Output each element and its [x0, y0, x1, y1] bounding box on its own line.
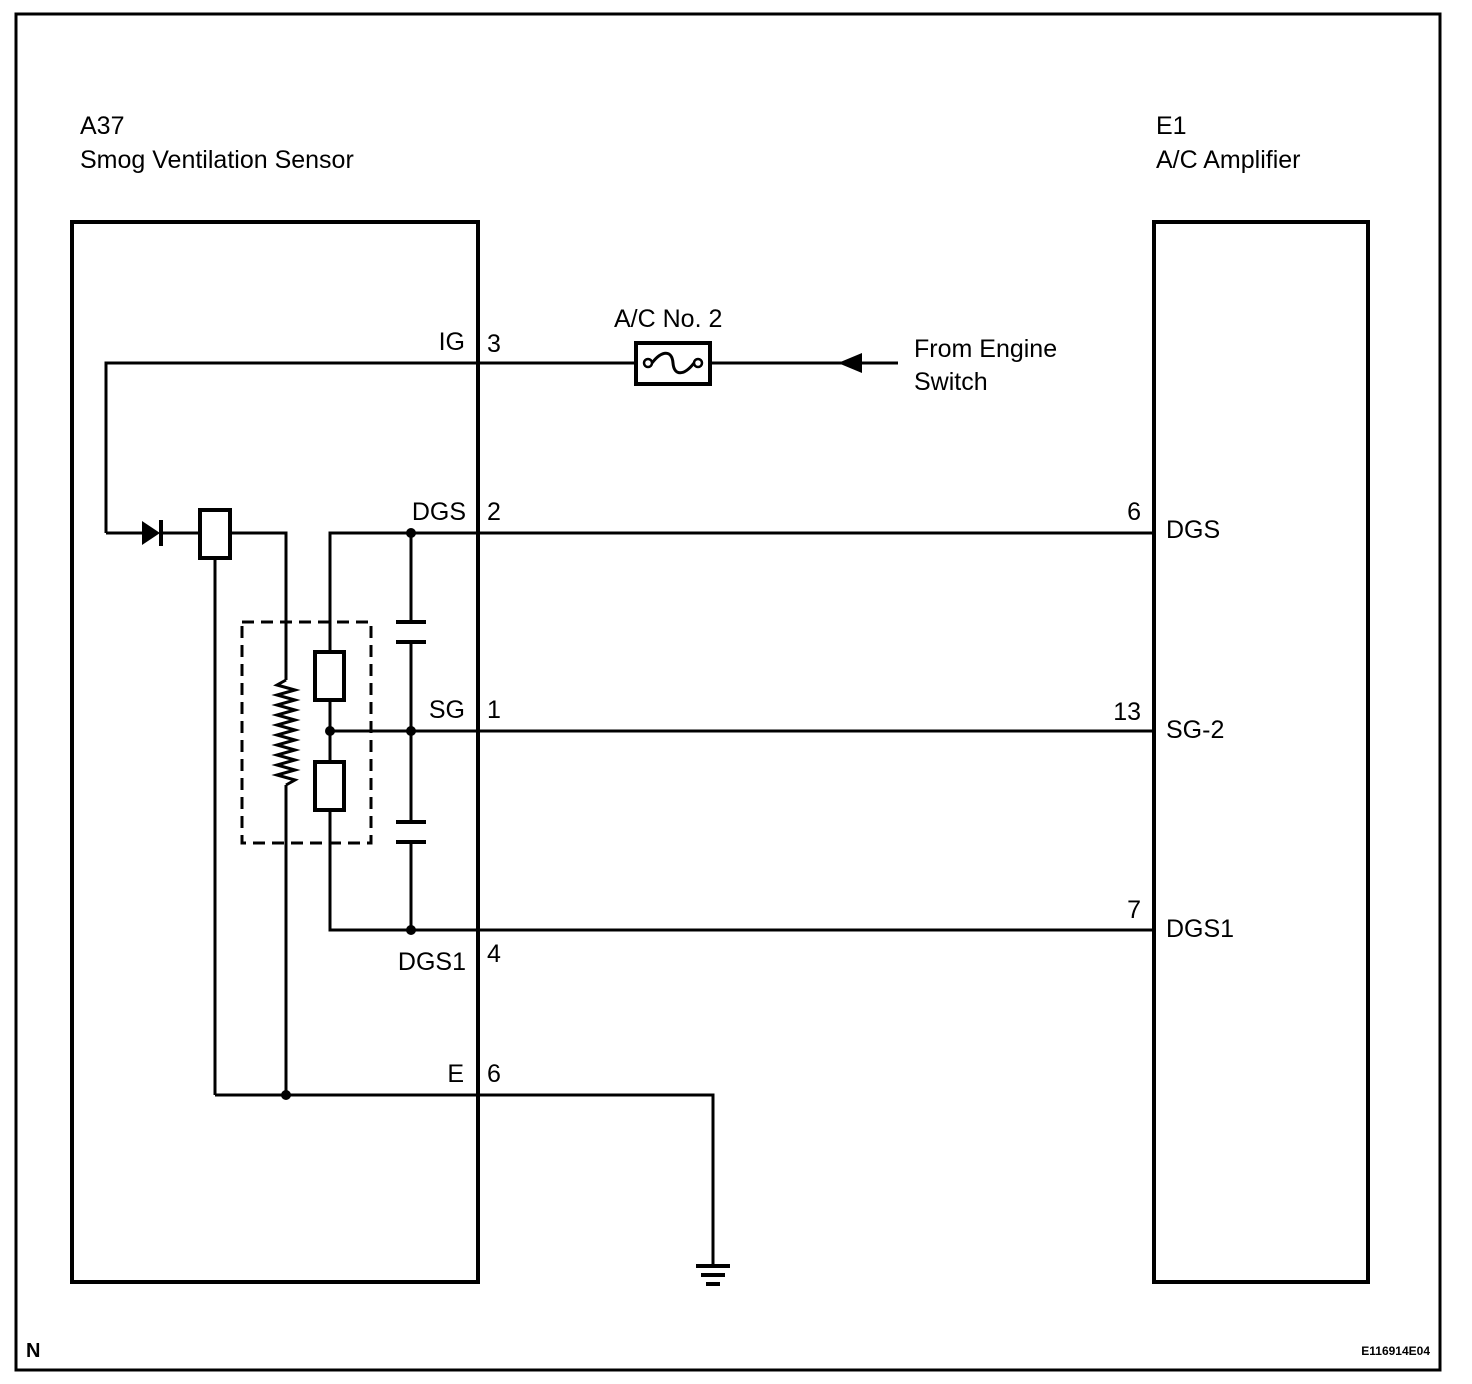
source-label-line2: Switch	[914, 368, 988, 396]
fuse-label: A/C No. 2	[614, 305, 722, 333]
diagram-frame	[14, 12, 1442, 1372]
corner-mark: N	[26, 1340, 40, 1362]
terminal-name-ig: IG	[439, 328, 465, 356]
terminal-pin-dgs: 2	[487, 498, 501, 526]
amp-terminal-dgs1: DGS1	[1166, 915, 1234, 943]
terminal-pin-ig: 3	[487, 330, 501, 358]
terminal-pin-e: 6	[487, 1060, 501, 1088]
amp-terminal-sg2: SG-2	[1166, 716, 1224, 744]
terminal-name-e: E	[447, 1060, 464, 1088]
amp-pin-dgs: 6	[1127, 498, 1141, 526]
heater-circuit	[106, 508, 301, 1095]
amp-pin-sg2: 13	[1113, 698, 1141, 726]
smog-sensor-box	[70, 220, 480, 1284]
left-component-code: A37	[80, 112, 124, 140]
figure-id: E116914E04	[1361, 1344, 1430, 1358]
terminal-name-dgs: DGS	[412, 498, 466, 526]
amp-terminal-dgs: DGS	[1166, 516, 1220, 544]
heater-element-symbol	[198, 508, 232, 560]
terminal-pin-sg: 1	[487, 696, 501, 724]
source-label-line1: From Engine	[914, 335, 1057, 363]
ig-circuit	[104, 341, 898, 533]
amp-pin-dgs1: 7	[1127, 896, 1141, 924]
thermistor-symbol	[271, 678, 301, 787]
ac-amplifier-box	[1152, 220, 1370, 1284]
right-component-code: E1	[1156, 112, 1187, 140]
resistor-lower-symbol	[313, 760, 346, 812]
terminal-name-dgs1: DGS1	[398, 948, 466, 976]
right-component-name: A/C Amplifier	[1156, 146, 1300, 174]
resistor-upper-symbol	[313, 650, 346, 702]
terminal-name-sg: SG	[429, 696, 465, 724]
ground-circuit	[215, 1090, 730, 1286]
arrow-icon	[838, 353, 862, 373]
terminal-pin-dgs1: 4	[487, 940, 501, 968]
fuse-symbol	[634, 341, 712, 386]
diode-icon	[142, 521, 160, 545]
left-component-name: Smog Ventilation Sensor	[80, 146, 354, 174]
